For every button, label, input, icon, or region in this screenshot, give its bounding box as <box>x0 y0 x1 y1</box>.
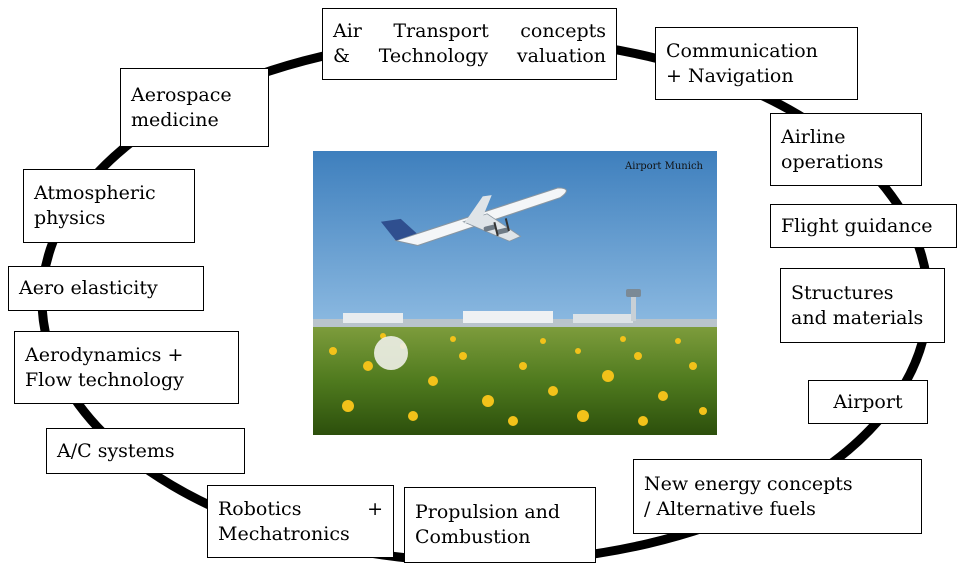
topic-aerodynamics-flow: Aerodynamics + Flow technology <box>14 331 239 404</box>
topic-aero-elasticity: Aero elasticity <box>8 266 204 311</box>
topic-air-transport-concepts: Air Transport concepts & Technology valu… <box>322 8 617 80</box>
airport-photo: Airport Munich <box>313 151 717 435</box>
topic-atmospheric-physics: Atmospheric physics <box>23 169 195 243</box>
topic-propulsion-combustion: Propulsion and Combustion <box>404 487 596 563</box>
airplane-takeoff-image <box>313 151 717 435</box>
topic-robotics-mechatronics: Robotics + Mechatronics <box>207 485 394 558</box>
topic-aerospace-medicine: Aerospace medicine <box>120 68 269 147</box>
airplane-icon <box>380 187 567 247</box>
topic-communication-navigation: Communication + Navigation <box>655 27 858 100</box>
topic-flight-guidance: Flight guidance <box>770 204 957 248</box>
topic-ac-systems: A/C systems <box>46 428 245 474</box>
topic-airport: Airport <box>808 380 928 424</box>
topic-airline-operations: Airline operations <box>770 113 922 186</box>
photo-caption: Airport Munich <box>625 161 703 172</box>
topic-new-energy-concepts: New energy concepts / Alternative fuels <box>633 459 922 534</box>
topic-structures-materials: Structures and materials <box>780 268 945 343</box>
